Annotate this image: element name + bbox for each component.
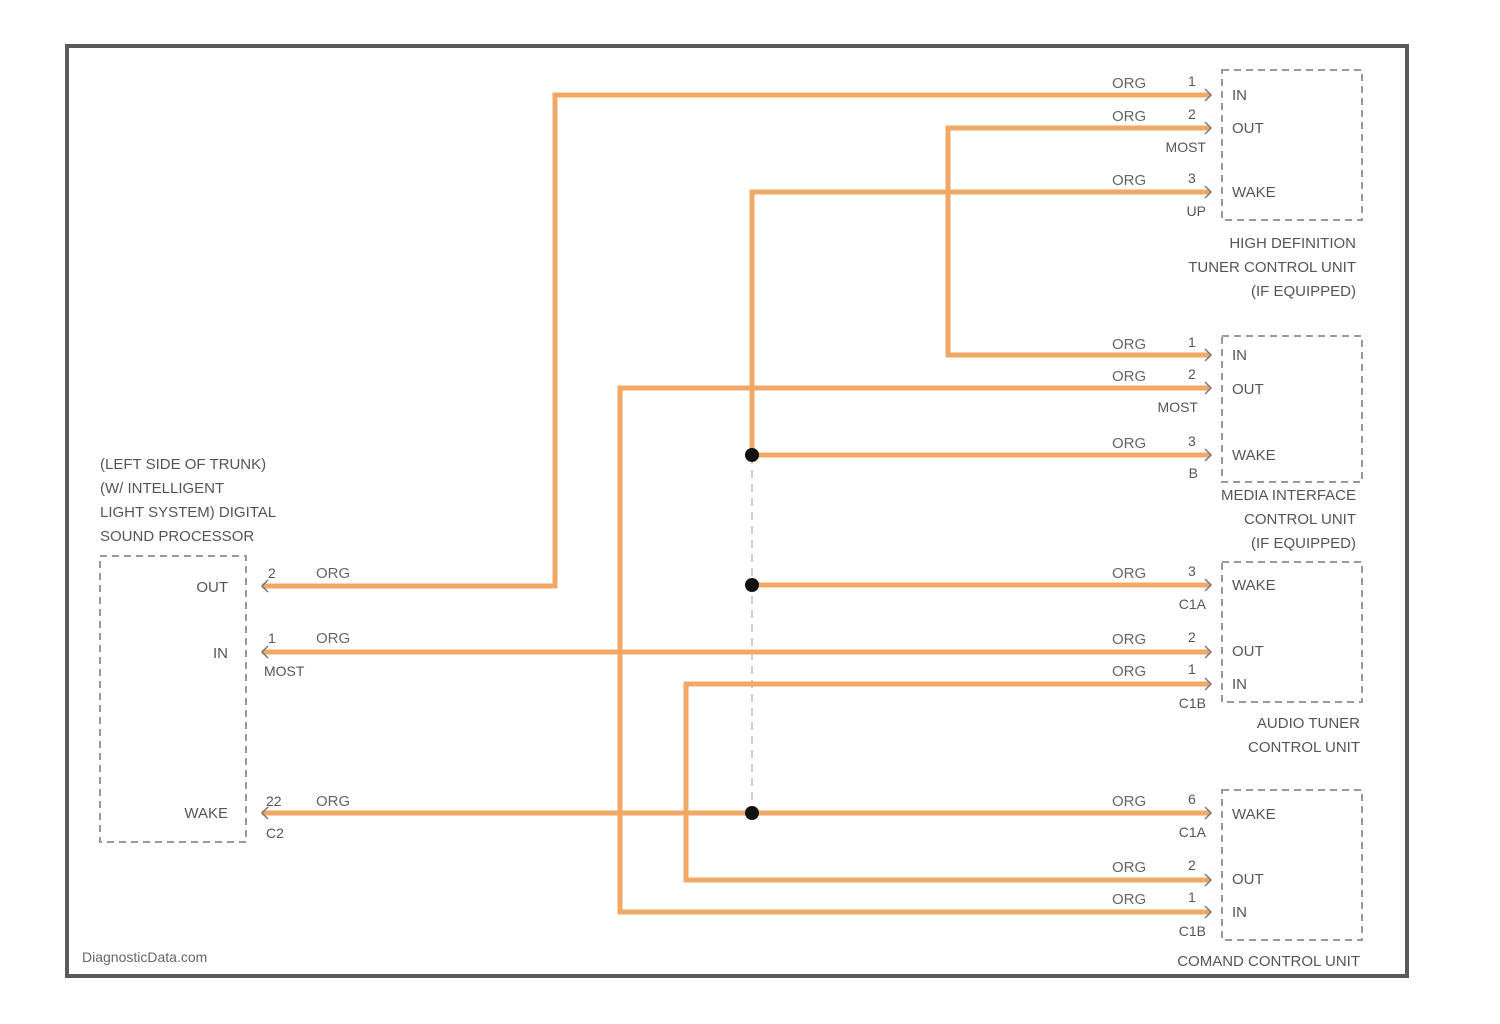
audio-pin-out-name: OUT	[1232, 643, 1264, 660]
dsp-box	[100, 556, 246, 842]
media-title-line-3: (IF EQUIPPED)	[1251, 535, 1356, 552]
dsp-title-line-3: LIGHT SYSTEM) DIGITAL	[100, 504, 276, 521]
command-pin-out-num: 2	[1188, 857, 1196, 873]
wire-audio-in-to-command-out	[686, 684, 1210, 880]
audio-tuner-title-line-1: AUDIO TUNER	[1257, 715, 1360, 732]
wire-group	[262, 95, 1210, 912]
media-pin-wake-num: 3	[1188, 433, 1196, 449]
audio-pin-in-wire-label: ORG	[1112, 663, 1146, 680]
hd-tuner-title-line-3: (IF EQUIPPED)	[1251, 283, 1356, 300]
media-pin-wake-wire-label: ORG	[1112, 435, 1146, 452]
media-pin-in-name: IN	[1232, 347, 1247, 364]
hd-pin-in-wire-label: ORG	[1112, 75, 1146, 92]
media-pin-out-name: OUT	[1232, 381, 1264, 398]
dsp-component: (LEFT SIDE OF TRUNK) (W/ INTELLIGENT LIG…	[100, 456, 350, 842]
hd-pin-out-wire-label: ORG	[1112, 108, 1146, 125]
dsp-pin-wake-wire-label: ORG	[316, 793, 350, 810]
splice-point-audio	[745, 578, 759, 592]
hd-pin-out-name: OUT	[1232, 120, 1264, 137]
hd-pin-wake-sub: UP	[1187, 203, 1206, 219]
command-pin-in-wire-label: ORG	[1112, 891, 1146, 908]
hd-pin-out-sub: MOST	[1166, 139, 1207, 155]
dsp-pin-wake-sub: C2	[266, 825, 284, 841]
audio-pin-wake-sub: C1A	[1179, 596, 1207, 612]
wire-dsp-out-to-hd-in	[262, 95, 1210, 586]
hd-pin-wake-wire-label: ORG	[1112, 172, 1146, 189]
audio-pin-in-sub: C1B	[1179, 695, 1206, 711]
dsp-pin-wake-name: WAKE	[184, 805, 228, 822]
splice-point-command	[745, 806, 759, 820]
audio-pin-wake-name: WAKE	[1232, 577, 1276, 594]
media-title-line-2: CONTROL UNIT	[1244, 511, 1356, 528]
hd-tuner-title-line-1: HIGH DEFINITION	[1229, 235, 1356, 252]
command-pin-out-wire-label: ORG	[1112, 859, 1146, 876]
dsp-pin-wake-num: 22	[266, 793, 282, 809]
audio-pin-out-wire-label: ORG	[1112, 631, 1146, 648]
dsp-pin-in-wire-label: ORG	[316, 630, 350, 647]
dsp-pin-out-num: 2	[268, 565, 276, 581]
command-pin-in-num: 1	[1188, 889, 1196, 905]
dsp-pin-in-sub: MOST	[264, 663, 305, 679]
audio-tuner-component: AUDIO TUNER CONTROL UNIT ORG 3 WAKE C1A …	[1112, 562, 1362, 756]
audio-tuner-title-line-2: CONTROL UNIT	[1248, 739, 1360, 756]
media-pin-wake-name: WAKE	[1232, 447, 1276, 464]
dsp-title-line-1: (LEFT SIDE OF TRUNK)	[100, 456, 266, 473]
command-pin-wake-wire-label: ORG	[1112, 793, 1146, 810]
dsp-pin-in-name: IN	[213, 645, 228, 662]
command-pin-wake-num: 6	[1188, 791, 1196, 807]
audio-pin-out-num: 2	[1188, 629, 1196, 645]
media-pin-wake-sub: B	[1189, 465, 1198, 481]
wire-hd-out-to-media-in	[948, 128, 1210, 355]
media-pin-out-wire-label: ORG	[1112, 368, 1146, 385]
media-title-line-1: MEDIA INTERFACE	[1221, 487, 1356, 504]
command-title-line-1: COMAND CONTROL UNIT	[1177, 953, 1360, 970]
media-pin-in-num: 1	[1188, 334, 1196, 350]
hd-pin-wake-name: WAKE	[1232, 184, 1276, 201]
dsp-pin-out-wire-label: ORG	[316, 565, 350, 582]
media-interface-component: MEDIA INTERFACE CONTROL UNIT (IF EQUIPPE…	[1112, 334, 1362, 552]
media-pin-in-wire-label: ORG	[1112, 336, 1146, 353]
media-pin-out-sub: MOST	[1158, 399, 1199, 415]
command-pin-wake-name: WAKE	[1232, 806, 1276, 823]
hd-pin-wake-num: 3	[1188, 170, 1196, 186]
media-pin-out-num: 2	[1188, 366, 1196, 382]
dsp-pin-in-num: 1	[268, 630, 276, 646]
wire-hd-wake-to-splice	[752, 192, 1210, 455]
audio-pin-in-name: IN	[1232, 676, 1247, 693]
audio-pin-wake-wire-label: ORG	[1112, 565, 1146, 582]
dsp-title-line-4: SOUND PROCESSOR	[100, 528, 254, 545]
dsp-pin-out-name: OUT	[196, 579, 228, 596]
command-pin-out-name: OUT	[1232, 871, 1264, 888]
hd-pin-out-num: 2	[1188, 106, 1196, 122]
hd-pin-in-num: 1	[1188, 73, 1196, 89]
watermark-text: DiagnosticData.com	[82, 949, 207, 965]
dsp-title-line-2: (W/ INTELLIGENT	[100, 480, 224, 497]
hd-tuner-component: HIGH DEFINITION TUNER CONTROL UNIT (IF E…	[1112, 70, 1362, 300]
command-pin-in-name: IN	[1232, 904, 1247, 921]
splice-point-media	[745, 448, 759, 462]
hd-pin-in-name: IN	[1232, 87, 1247, 104]
command-pin-in-sub: C1B	[1179, 923, 1206, 939]
command-pin-wake-sub: C1A	[1179, 824, 1207, 840]
audio-pin-wake-num: 3	[1188, 563, 1196, 579]
hd-tuner-title-line-2: TUNER CONTROL UNIT	[1188, 259, 1356, 276]
audio-pin-in-num: 1	[1188, 661, 1196, 677]
